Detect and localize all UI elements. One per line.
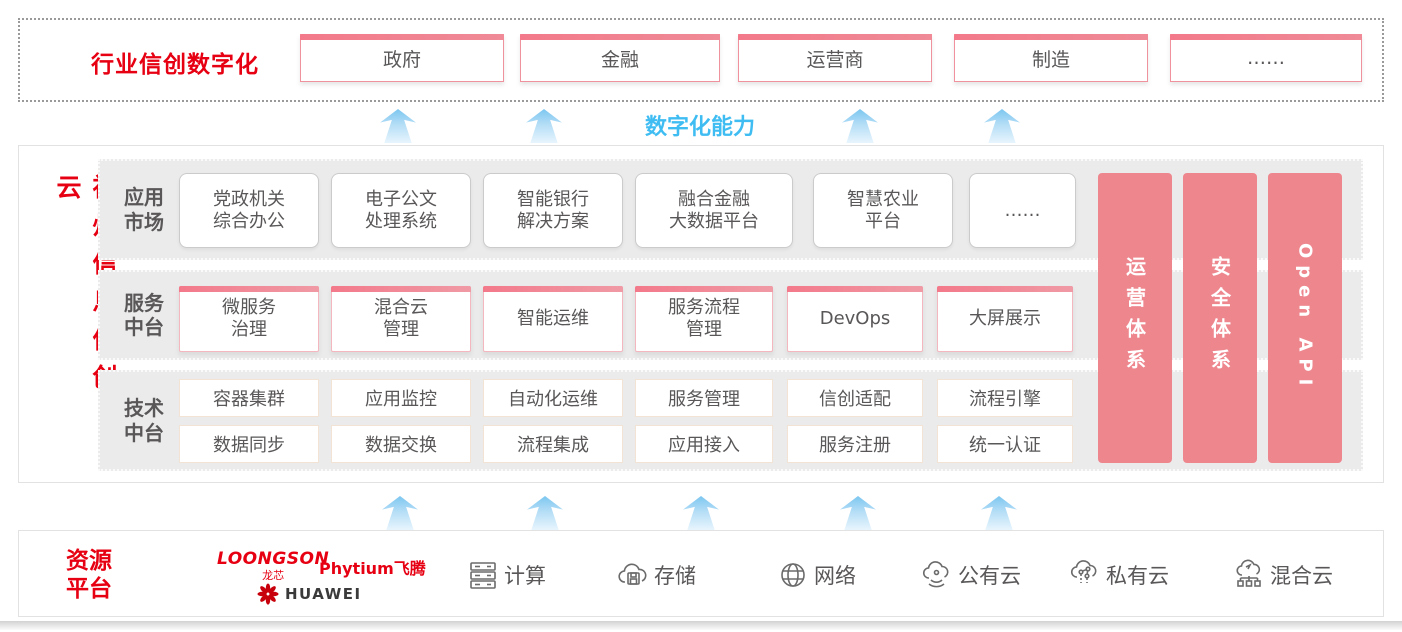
phytium-logo: Phytium飞腾 — [319, 559, 426, 578]
up-arrow-icon — [981, 496, 1017, 530]
resource-item-compute: 计算 — [467, 555, 546, 595]
industry-box-more: …… — [1170, 34, 1362, 82]
resource-platform-title: 资源 平台 — [66, 547, 112, 602]
pillar-open-api: Open API — [1268, 173, 1342, 463]
huawei-logo: HUAWEI — [257, 583, 362, 605]
service-box: 微服务 治理 — [179, 286, 319, 352]
pillar-operation-system: 运营体系 — [1098, 173, 1172, 463]
industry-panel: 行业信创数字化 政府 金融 运营商 制造 …… — [18, 18, 1384, 102]
huawei-flower-icon — [257, 583, 279, 605]
up-arrow-icon — [842, 109, 878, 143]
service-box: 智能运维 — [483, 286, 623, 352]
service-box: DevOps — [787, 286, 923, 352]
tech-platform-label: 技术 中台 — [124, 396, 164, 445]
app-box: 党政机关 综合办公 — [179, 173, 319, 248]
app-box: 智慧农业 平台 — [813, 173, 953, 248]
tech-box: 服务注册 — [787, 425, 923, 463]
up-arrow-icon — [380, 109, 416, 143]
up-arrow-icon — [382, 496, 418, 530]
app-box: 电子公文 处理系统 — [331, 173, 471, 248]
up-arrow-icon — [984, 109, 1020, 143]
capability-label: 数字化能力 — [644, 115, 755, 140]
resource-platform-panel: 资源 平台 LOONGSON 龙芯 Phytium飞腾 HUAWEI — [18, 530, 1384, 617]
resource-item-public-cloud: 公有云 — [921, 555, 1021, 595]
app-market-label: 应用 市场 — [124, 185, 164, 234]
tech-box: 应用监控 — [331, 379, 471, 417]
up-arrow-icon — [526, 109, 562, 143]
industry-box-government: 政府 — [300, 34, 504, 82]
up-arrow-icon — [840, 496, 876, 530]
network-globe-icon — [781, 563, 805, 587]
service-box: 大屏展示 — [937, 286, 1073, 352]
resource-item-network: 网络 — [777, 555, 856, 595]
tech-box: 容器集群 — [179, 379, 319, 417]
resource-item-storage: 存储 — [617, 555, 696, 595]
industry-box-finance: 金融 — [520, 34, 720, 82]
up-arrow-icon — [683, 496, 719, 530]
tech-box: 数据同步 — [179, 425, 319, 463]
service-box: 服务流程 管理 — [635, 286, 773, 352]
compute-server-icon — [470, 562, 496, 589]
tech-box: 信创适配 — [787, 379, 923, 417]
tech-box: 统一认证 — [937, 425, 1073, 463]
tech-box: 服务管理 — [635, 379, 773, 417]
tech-box: 数据交换 — [331, 425, 471, 463]
service-box: 混合云 管理 — [331, 286, 471, 352]
loongson-logo: LOONGSON 龙芯 — [217, 549, 330, 582]
public-cloud-icon — [922, 561, 949, 588]
resource-item-private-cloud: 私有云 — [1069, 555, 1169, 595]
hybrid-cloud-icon — [1236, 559, 1261, 587]
industry-box-manufacturing: 制造 — [954, 34, 1148, 82]
industry-panel-title: 行业信创数字化 — [91, 52, 259, 78]
pillar-security-system: 安全体系 — [1183, 173, 1257, 463]
tech-box: 应用接入 — [635, 425, 773, 463]
tech-box: 流程集成 — [483, 425, 623, 463]
industry-box-operator: 运营商 — [738, 34, 932, 82]
private-cloud-icon — [1070, 560, 1097, 583]
app-box: 智能银行 解决方案 — [483, 173, 623, 248]
tech-box: 自动化运维 — [483, 379, 623, 417]
tech-box: 流程引擎 — [937, 379, 1073, 417]
app-box-more: …… — [969, 173, 1076, 248]
cloud-platform-panel: 神州信息信创云 应用 市场 党政机关 综合办公 电子公文 处理系统 智能银行 解… — [18, 145, 1384, 483]
resource-item-hybrid-cloud: 混合云 — [1233, 555, 1333, 595]
app-box: 融合金融 大数据平台 — [635, 173, 793, 248]
bottom-shadow-bar — [0, 621, 1402, 630]
storage-cloud-icon — [618, 563, 647, 585]
up-arrow-icon — [527, 496, 563, 530]
service-platform-label: 服务 中台 — [124, 290, 164, 339]
